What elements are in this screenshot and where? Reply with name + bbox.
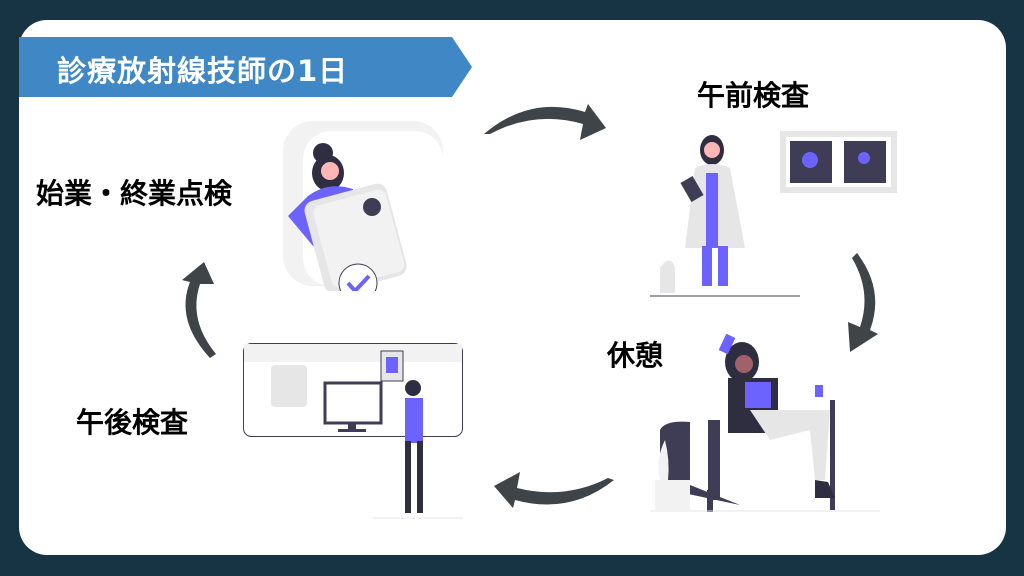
step-label-morning-exam: 午前検査 bbox=[697, 79, 810, 112]
afternoon-exam-illustration bbox=[243, 343, 463, 519]
diagram-card bbox=[19, 20, 1006, 555]
step-label-break: 休憩 bbox=[607, 339, 664, 372]
break-illustration bbox=[650, 333, 880, 512]
banner-shape bbox=[19, 37, 472, 97]
arrow-icon-bottom bbox=[494, 472, 614, 508]
step-label-inspection: 始業・終業点検 bbox=[36, 177, 233, 210]
arrow-icon-left bbox=[182, 262, 216, 358]
inspection-illustration bbox=[283, 121, 443, 291]
page-title: 診療放射線技師の1日 bbox=[57, 54, 349, 88]
arrow-icon-right bbox=[848, 253, 878, 352]
title-banner: 診療放射線技師の1日 bbox=[19, 37, 472, 97]
step-label-afternoon-exam: 午後検査 bbox=[76, 406, 189, 439]
morning-exam-illustration bbox=[650, 131, 897, 297]
arrow-icon-top bbox=[484, 104, 606, 140]
